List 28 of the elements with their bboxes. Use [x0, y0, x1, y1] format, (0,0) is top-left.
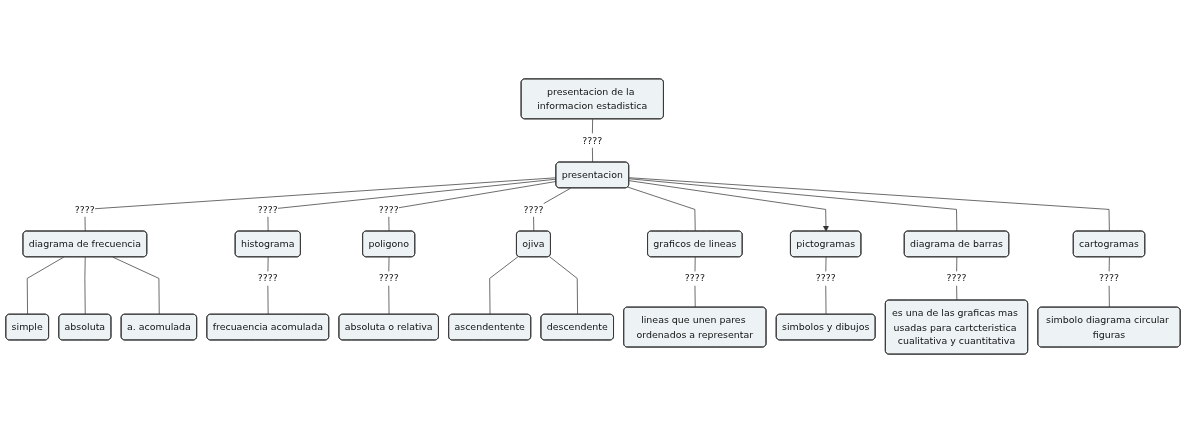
connector: [489, 256, 519, 315]
edge-label: ????: [378, 272, 399, 284]
edge-label: ????: [378, 203, 399, 215]
edge-label: ????: [815, 272, 836, 284]
connector: [694, 256, 696, 308]
connector: [84, 177, 557, 232]
connector: [627, 186, 696, 232]
connector: [591, 118, 593, 163]
connector: [26, 256, 65, 315]
edge-label: ????: [523, 203, 544, 215]
edge-label: ????: [946, 272, 967, 284]
edge-label: ????: [684, 272, 705, 284]
connector: [825, 256, 827, 315]
connector: [388, 181, 557, 232]
edge-label: ????: [1098, 272, 1120, 284]
connector: [388, 256, 390, 315]
connector: [112, 256, 160, 315]
edge-label: ????: [257, 203, 278, 215]
edge-label: ????: [257, 272, 278, 284]
connector: [533, 187, 572, 232]
connector: [84, 256, 86, 315]
connector: [956, 256, 958, 301]
edge-label: ????: [74, 203, 95, 215]
connector: [267, 178, 557, 232]
connector: [548, 256, 578, 315]
connector: [267, 256, 269, 315]
connector: [1108, 256, 1110, 308]
edge-label: ????: [582, 134, 603, 146]
